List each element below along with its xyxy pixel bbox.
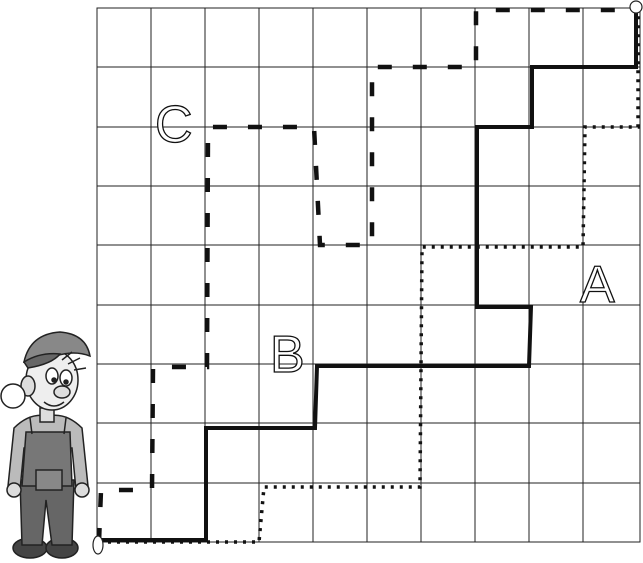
bubble-gum-icon (1, 384, 25, 408)
start-dot (93, 536, 103, 554)
end-dot (630, 1, 642, 13)
route-a-dotted (99, 12, 638, 542)
left-hand (7, 483, 21, 497)
right-hand (75, 483, 89, 497)
left-pupil (52, 378, 56, 382)
label-c: C (155, 96, 193, 154)
grid (97, 8, 640, 542)
nose (54, 386, 70, 398)
label-a: A (580, 256, 615, 314)
grid-border (97, 8, 640, 542)
overall-pocket (36, 470, 62, 490)
route-c-dashed (99, 10, 638, 542)
cartoon-boy-icon (1, 332, 90, 558)
right-pupil (64, 380, 68, 384)
label-b: B (270, 326, 305, 384)
